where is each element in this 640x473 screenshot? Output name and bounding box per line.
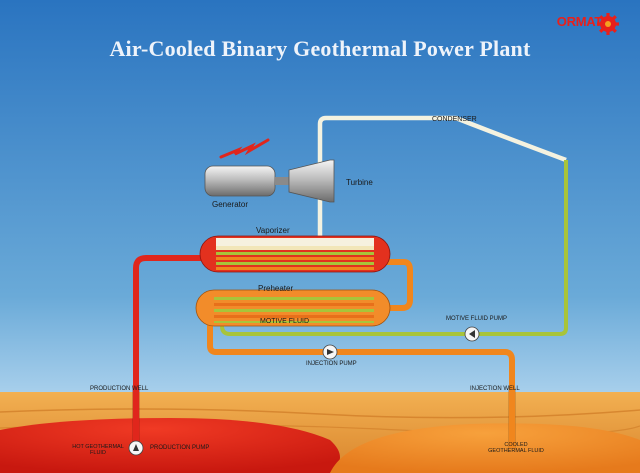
label-vaporizer: Vaporizer [256,226,290,235]
injection-pump [322,344,338,360]
brine-transfer-pipe [385,259,413,311]
label-condenser: CONDENSER [432,116,477,123]
page-title: Air-Cooled Binary Geothermal Power Plant [109,36,531,61]
label-cooled-fluid: COOLED GEOTHERMAL FLUID [488,442,544,454]
hot-brine-pipe [133,255,209,451]
label-hot-fluid: HOT GEOTHERMAL FLUID [72,444,124,456]
gear-icon [597,13,619,35]
ground-strata [0,408,640,419]
label-turbine: Turbine [346,178,373,187]
label-motive-fluid: MOTIVE FLUID [260,318,310,325]
ormat-logo: ORMAT [556,14,603,29]
label-preheater: Preheater [258,284,294,293]
logo-text: ORMAT [556,14,603,29]
label-production-pump: PRODUCTION PUMP [150,445,210,451]
turbine [288,159,335,203]
label-injection-pump: INJECTION PUMP [306,361,357,367]
label-motive-fluid-pump: MOTIVE FLUID PUMP [446,316,508,322]
hot-reservoir [0,418,340,473]
electric-output-icon [219,138,270,159]
motive-fluid-pump [464,326,480,342]
condensate-pipe [470,160,568,336]
cooled-brine-pipe [207,318,515,448]
vaporizer [199,235,391,273]
label-production-well: PRODUCTION WELL [90,386,149,392]
production-pump [128,440,144,456]
label-generator: Generator [212,200,249,209]
label-injection-well: INJECTION WELL [470,386,520,392]
generator [204,165,289,197]
cooled-reservoir [330,423,640,473]
preheater [195,289,391,327]
vapor-pipe [317,115,567,168]
